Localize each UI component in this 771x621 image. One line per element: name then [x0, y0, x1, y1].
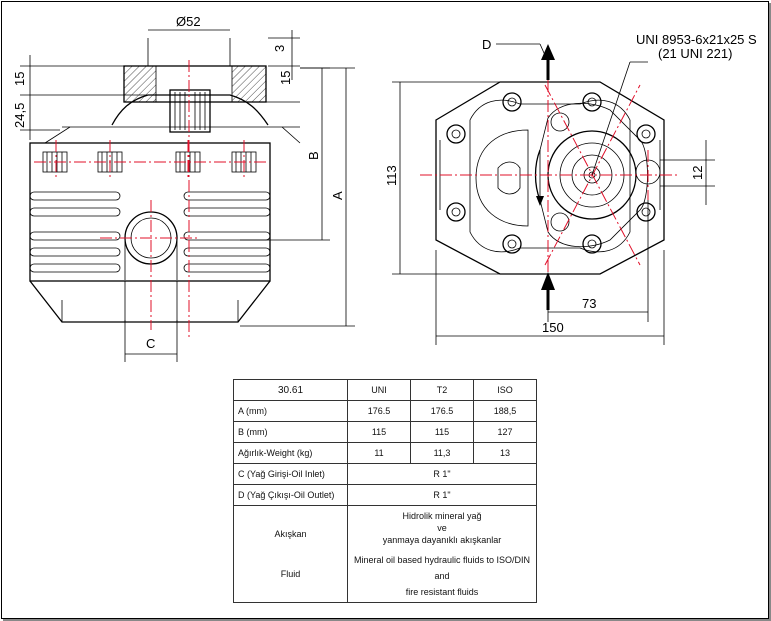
dim-B: B: [306, 151, 321, 160]
fluid-en-1: Mineral oil based hydraulic fluids to IS…: [353, 555, 531, 565]
label-D-outlet: D: [482, 37, 491, 52]
table-row: A (mm) 176.5 176.5 188,5: [233, 400, 537, 422]
front-view: D UNI 8953-6x21x25 S (21 UNI 221) 113 12…: [384, 32, 757, 345]
side-view: Ø52 3 15 15 24,5 B A C: [12, 14, 355, 362]
spline-spec-line2: (21 UNI 221): [658, 46, 732, 61]
spline-spec-line1: UNI 8953-6x21x25 S: [636, 32, 757, 47]
fluid-tr-1: Hidrolik mineral yağ: [402, 511, 482, 521]
row-uni: 176.5: [347, 400, 411, 422]
row-iso: 13: [473, 442, 537, 464]
dim-C: C: [146, 336, 155, 351]
inlet-value: R 1": [347, 463, 537, 485]
row-label: Ağırlık-Weight (kg): [233, 442, 348, 464]
dim-73: 73: [582, 296, 596, 311]
fluid-tr-2: ve: [437, 523, 447, 533]
dim-diameter-52: Ø52: [176, 14, 201, 29]
spec-table: 30.61 UNI T2 ISO A (mm) 176.5 176.5 188,…: [233, 379, 537, 603]
row-uni: 115: [347, 421, 411, 443]
row-t2: 115: [410, 421, 474, 443]
table-model: 30.61: [233, 379, 348, 401]
table-row: B (mm) 115 115 127: [233, 421, 537, 443]
table-col-uni: UNI: [347, 379, 411, 401]
row-t2: 11,3: [410, 442, 474, 464]
row-t2: 176.5: [410, 400, 474, 422]
row-iso: 188,5: [473, 400, 537, 422]
table-row: D (Yağ Çıkışı-Oil Outlet) R 1": [233, 484, 537, 506]
table-col-t2: T2: [410, 379, 474, 401]
table-row: Ağırlık-Weight (kg) 11 11,3 13: [233, 442, 537, 464]
table-col-iso: ISO: [473, 379, 537, 401]
inlet-label: C (Yağ Girişi-Oil Inlet): [233, 463, 348, 485]
fluid-en-3: fire resistant fluids: [405, 587, 479, 597]
dim-15-right: 15: [278, 71, 293, 85]
dim-113: 113: [384, 165, 399, 186]
table-row: Akışkan Fluid Hidrolik mineral yağ ve ya…: [233, 505, 537, 603]
dim-150: 150: [542, 320, 564, 335]
cooling-fins: [29, 191, 271, 273]
fluid-label-tr: Akışkan: [274, 529, 307, 539]
row-label: B (mm): [233, 421, 348, 443]
row-label: A (mm): [233, 400, 348, 422]
fluid-label-cell: Akışkan Fluid: [233, 505, 348, 603]
dim-24-5: 24,5: [12, 103, 27, 128]
dim-15-left: 15: [12, 72, 27, 86]
row-iso: 127: [473, 421, 537, 443]
fluid-value-cell: Hidrolik mineral yağ ve yanmaya dayanıkl…: [347, 505, 537, 603]
dim-A: A: [330, 191, 345, 200]
fluid-en-2: and: [434, 571, 450, 581]
outlet-label: D (Yağ Çıkışı-Oil Outlet): [233, 484, 348, 506]
dim-12: 12: [690, 166, 705, 180]
outlet-value: R 1": [347, 484, 537, 506]
fluid-label-en: Fluid: [280, 569, 301, 579]
dim-3: 3: [272, 45, 287, 52]
table-row: C (Yağ Girişi-Oil Inlet) R 1": [233, 463, 537, 485]
row-uni: 11: [347, 442, 411, 464]
fluid-tr-3: yanmaya dayanıklı akışkanlar: [382, 535, 502, 545]
